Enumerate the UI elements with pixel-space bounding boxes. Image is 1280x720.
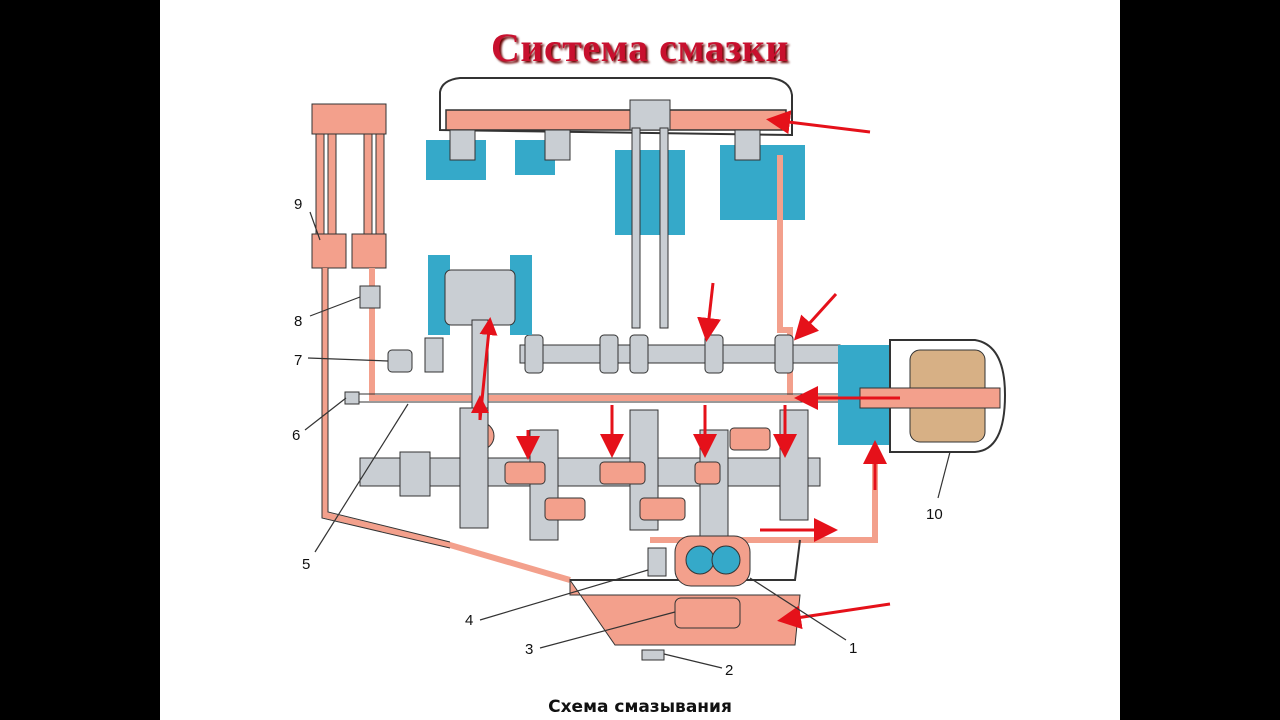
oil-pump [647, 535, 751, 587]
oil-pan [569, 539, 801, 661]
callout-4: 4 [465, 612, 474, 629]
callout-2: 2 [725, 662, 734, 679]
oil-filter [838, 339, 1007, 453]
flow-arrows [471, 110, 900, 630]
callout-1: 1 [849, 640, 858, 657]
diagram-caption: Схема смазывания [548, 697, 732, 717]
callout-7: 7 [294, 352, 303, 369]
callout-10: 10 [926, 506, 943, 523]
lubrication-diagram [304, 77, 1007, 669]
callout-9: 9 [294, 196, 303, 213]
leader-lines [304, 211, 951, 669]
page-title: Система смазки [491, 25, 789, 70]
thermo-valve [359, 285, 381, 309]
camshaft [424, 334, 841, 374]
callout-6: 6 [292, 427, 301, 444]
callout-5: 5 [302, 556, 311, 573]
cylinder-head [426, 77, 805, 329]
oil-pressure-sensor [387, 349, 413, 373]
callout-8: 8 [294, 313, 303, 330]
breather-plug [344, 391, 360, 405]
crankshaft [359, 407, 821, 541]
oil-cooler [311, 103, 387, 269]
slide: Система смазки [160, 0, 1120, 720]
callout-3: 3 [525, 641, 534, 658]
